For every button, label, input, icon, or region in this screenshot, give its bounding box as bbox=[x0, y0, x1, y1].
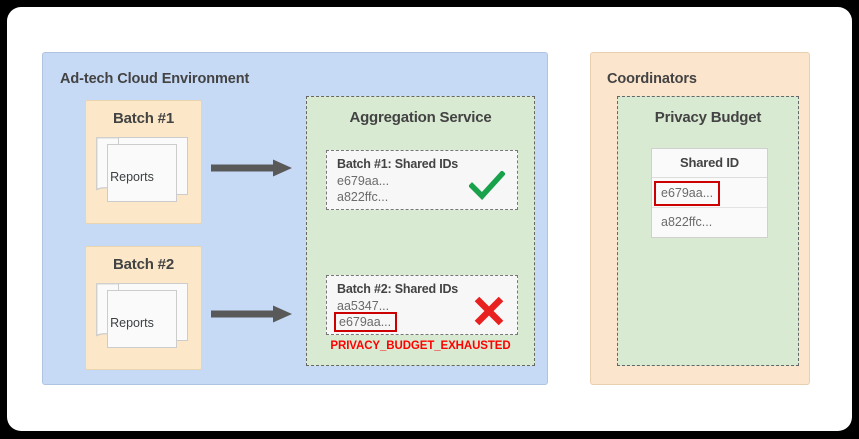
aggregation-batch-2-ids-title: Batch #2: Shared IDs bbox=[337, 282, 459, 296]
privacy-budget-error-message: PRIVACY_BUDGET_EXHAUSTED bbox=[330, 340, 511, 352]
table-row[interactable]: a822ffc... bbox=[652, 208, 767, 237]
adtech-cloud-environment-panel: Ad-tech Cloud Environment Batch #1 Repor… bbox=[42, 52, 548, 385]
aggregation-batch-1-ids-title: Batch #1: Shared IDs bbox=[337, 157, 459, 171]
green-check-icon bbox=[468, 170, 506, 205]
batch-2-label: Batch #2 bbox=[113, 256, 174, 273]
batch-1-label: Batch #1 bbox=[113, 110, 174, 127]
aggregation-service-box: Aggregation Service Batch #1: Shared IDs… bbox=[306, 96, 535, 366]
document-sheet-middle bbox=[107, 290, 177, 348]
privacy-budget-table: Shared ID e679aa... a822ffc... bbox=[651, 148, 768, 238]
aggregation-batch-2-id-1-highlighted: e679aa... bbox=[334, 312, 398, 332]
documents-stack-icon: Reports bbox=[96, 283, 194, 361]
privacy-budget-row-1-value: a822ffc... bbox=[661, 215, 713, 229]
aggregation-batch-2-id-0: aa5347... bbox=[337, 299, 390, 313]
privacy-budget-box: Privacy Budget Shared ID e679aa... a822f… bbox=[617, 96, 799, 366]
diagram-canvas: Ad-tech Cloud Environment Batch #1 Repor… bbox=[7, 7, 852, 431]
coordinators-panel: Coordinators Privacy Budget Shared ID e6… bbox=[590, 52, 810, 385]
red-cross-icon bbox=[473, 296, 505, 331]
privacy-budget-title: Privacy Budget bbox=[654, 109, 762, 126]
table-row[interactable]: e679aa... bbox=[652, 178, 767, 208]
batch-1-reports-label: Reports bbox=[110, 170, 154, 184]
aggregation-batch-1-ids-card[interactable]: Batch #1: Shared IDs e679aa... a822ffc..… bbox=[326, 150, 518, 210]
batch-2-reports-label: Reports bbox=[110, 316, 154, 330]
arrow-batch2-to-aggregation bbox=[211, 305, 293, 323]
arrow-batch1-to-aggregation bbox=[211, 159, 293, 177]
privacy-budget-row-0-value-highlighted: e679aa... bbox=[654, 181, 721, 206]
adtech-panel-title: Ad-tech Cloud Environment bbox=[60, 71, 250, 87]
batch-1-card[interactable]: Batch #1 Reports bbox=[85, 100, 202, 224]
aggregation-service-title: Aggregation Service bbox=[349, 109, 492, 126]
aggregation-batch-1-id-0: e679aa... bbox=[337, 174, 390, 188]
documents-stack-icon: Reports bbox=[96, 137, 194, 215]
coordinators-panel-title: Coordinators bbox=[607, 71, 697, 87]
batch-2-card[interactable]: Batch #2 Reports bbox=[85, 246, 202, 370]
aggregation-batch-1-id-1: a822ffc... bbox=[337, 190, 389, 204]
aggregation-batch-2-ids-card[interactable]: Batch #2: Shared IDs aa5347... e679aa... bbox=[326, 275, 518, 335]
document-sheet-middle bbox=[107, 144, 177, 202]
privacy-budget-column-header-shared-id: Shared ID bbox=[652, 149, 767, 178]
